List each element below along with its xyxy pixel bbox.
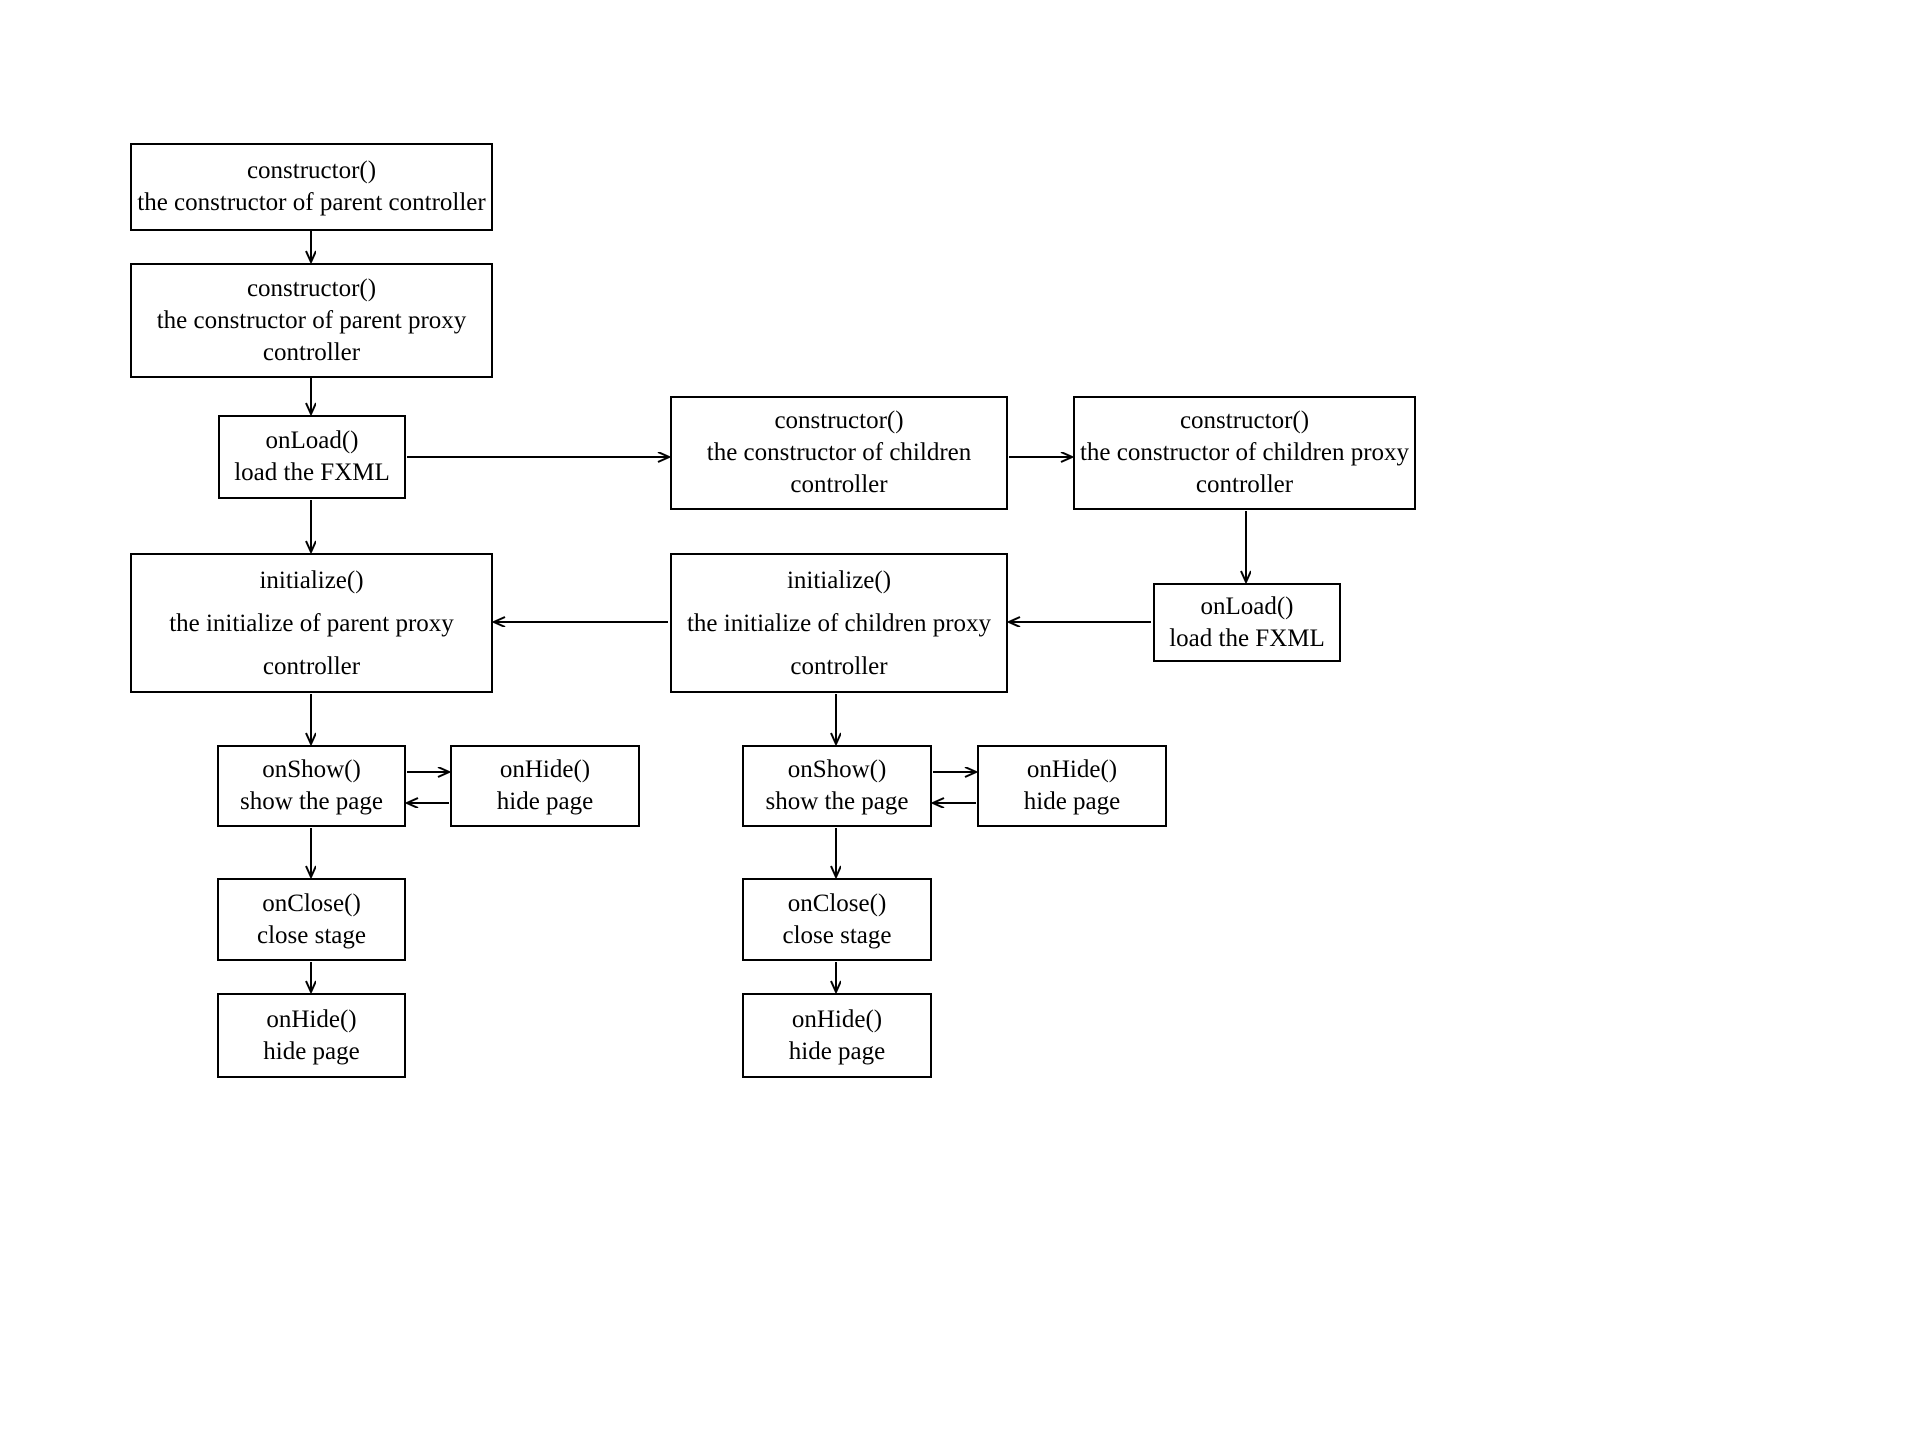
node-label-line: onClose() bbox=[787, 889, 887, 917]
node-label-line: the initialize of children proxy bbox=[686, 609, 992, 637]
node-children-onload[interactable]: onLoad() load the FXML bbox=[1153, 583, 1341, 662]
node-parent-proxy-constructor[interactable]: constructor() the constructor of parent p… bbox=[130, 263, 493, 378]
node-label-line: controller bbox=[262, 652, 361, 680]
node-label-line: hide page bbox=[496, 788, 594, 815]
node-parent-onload[interactable]: onLoad() load the FXML bbox=[218, 415, 406, 499]
node-label-line: hide page bbox=[788, 1037, 886, 1065]
node-children-proxy-constructor[interactable]: constructor() the constructor of children… bbox=[1073, 396, 1416, 510]
node-parent-onshow[interactable]: onShow() show the page bbox=[217, 745, 406, 827]
node-label-line: load the FXML bbox=[234, 459, 390, 486]
node-label-line: onHide() bbox=[266, 1005, 357, 1033]
node-parent-constructor[interactable]: constructor() the constructor of parent c… bbox=[130, 143, 493, 231]
node-children-onclose[interactable]: onClose() close stage bbox=[742, 878, 932, 961]
node-parent-onhide-bottom[interactable]: onHide() hide page bbox=[217, 993, 406, 1078]
node-label-line: the constructor of children proxy bbox=[1079, 439, 1410, 466]
node-label-line: onShow() bbox=[787, 756, 887, 783]
node-label-line: controller bbox=[262, 338, 361, 366]
node-label-line: initialize() bbox=[259, 566, 364, 594]
node-label-line: controller bbox=[790, 471, 888, 498]
node-label-line: constructor() bbox=[246, 274, 377, 302]
node-label-line: close stage bbox=[257, 921, 366, 949]
node-label-line: close stage bbox=[782, 921, 892, 949]
node-parent-proxy-initialize[interactable]: initialize() the initialize of parent pro… bbox=[130, 553, 493, 693]
node-children-onhide-bottom[interactable]: onHide() hide page bbox=[742, 993, 932, 1078]
node-parent-onclose[interactable]: onClose() close stage bbox=[217, 878, 406, 961]
node-children-constructor[interactable]: constructor() the constructor of children… bbox=[670, 396, 1008, 510]
node-label-line: onHide() bbox=[791, 1005, 883, 1033]
node-label-line: the constructor of parent proxy bbox=[156, 306, 467, 334]
node-label-line: onShow() bbox=[262, 756, 361, 783]
node-parent-onhide-side[interactable]: onHide() hide page bbox=[450, 745, 640, 827]
node-label-line: the constructor of parent controller bbox=[137, 189, 486, 216]
node-label-line: constructor() bbox=[1179, 407, 1310, 434]
node-label-line: the initialize of parent proxy bbox=[169, 609, 454, 637]
node-label-line: onLoad() bbox=[1200, 592, 1294, 620]
node-label-line: constructor() bbox=[774, 407, 904, 434]
node-label-line: show the page bbox=[765, 788, 909, 815]
node-label-line: onHide() bbox=[499, 756, 591, 783]
node-label-line: initialize() bbox=[786, 566, 892, 594]
node-children-onhide-side[interactable]: onHide() hide page bbox=[977, 745, 1167, 827]
node-children-proxy-initialize[interactable]: initialize() the initialize of children p… bbox=[670, 553, 1008, 693]
node-label-line: controller bbox=[1195, 471, 1294, 498]
node-label-line: load the FXML bbox=[1169, 624, 1325, 652]
node-children-onshow[interactable]: onShow() show the page bbox=[742, 745, 932, 827]
node-label-line: the constructor of children bbox=[706, 439, 972, 466]
node-label-line: constructor() bbox=[246, 157, 377, 184]
node-label-line: hide page bbox=[1023, 788, 1121, 815]
node-label-line: onClose() bbox=[262, 889, 361, 917]
node-label-line: controller bbox=[790, 652, 888, 680]
node-label-line: show the page bbox=[239, 788, 384, 815]
node-label-line: hide page bbox=[263, 1037, 360, 1065]
node-label-line: onLoad() bbox=[265, 427, 359, 454]
node-label-line: onHide() bbox=[1026, 756, 1118, 783]
